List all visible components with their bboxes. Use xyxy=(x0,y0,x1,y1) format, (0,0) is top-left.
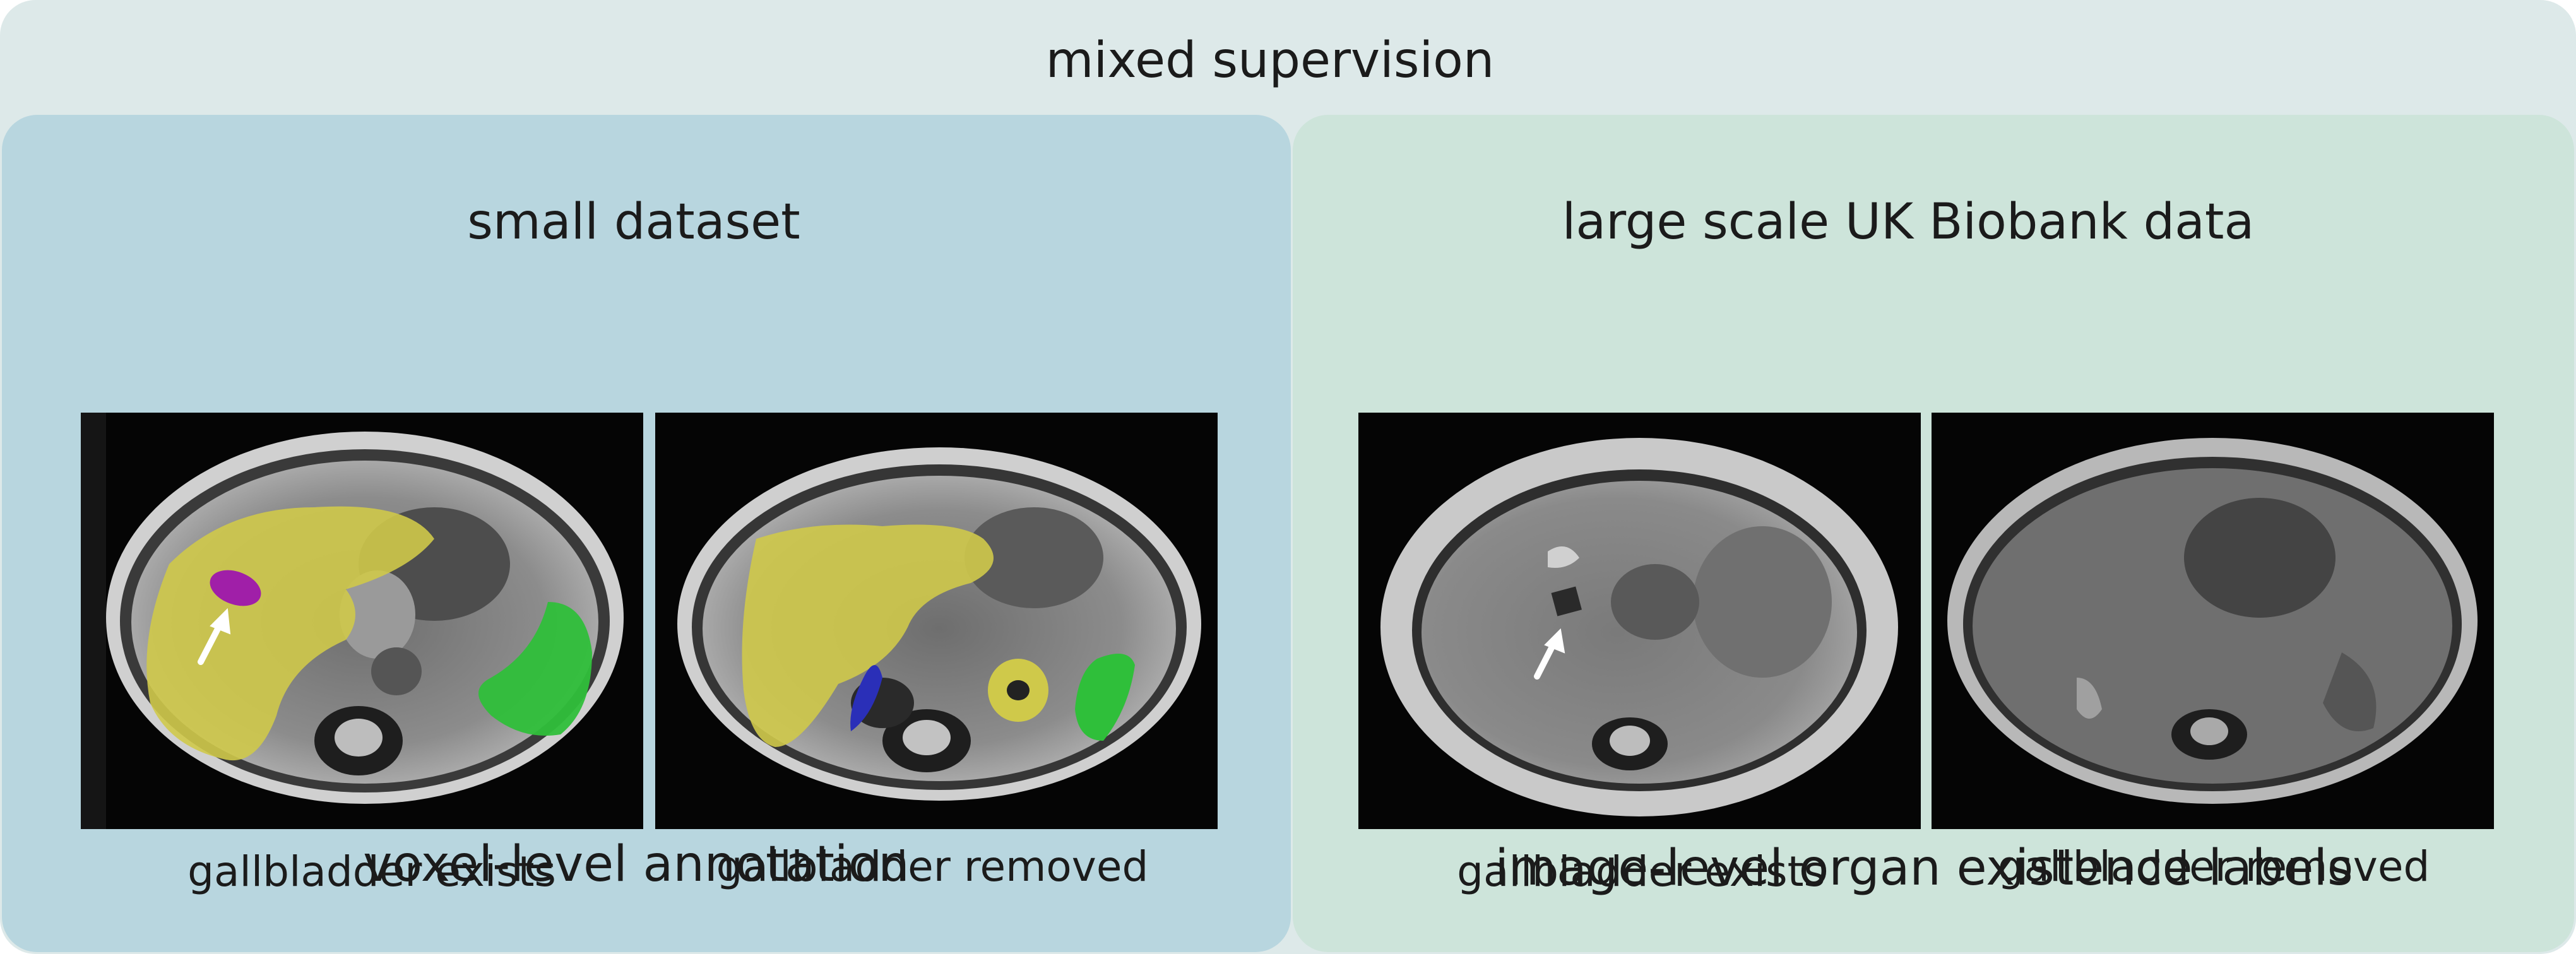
mri-slice-image xyxy=(81,413,643,829)
caption-gallbladder-removed-biobank: gallbladder removed xyxy=(1997,842,2430,891)
figure-title: mixed supervision xyxy=(1045,32,1495,89)
mri-scan-gallbladder-exists xyxy=(1358,413,1921,829)
mri-scan-annotated-gallbladder-removed xyxy=(655,413,1218,829)
mri-scan-gallbladder-removed xyxy=(1932,413,2494,829)
mri-slice-image xyxy=(1932,413,2494,829)
arrow-icon xyxy=(1534,628,1565,680)
mri-slice-image xyxy=(1358,413,1921,829)
panel-title-uk-biobank: large scale UK Biobank data xyxy=(1562,194,2255,250)
caption-gallbladder-exists-biobank: gallbladder exists xyxy=(1457,847,1825,896)
mri-scan-annotated-gallbladder-exists xyxy=(81,413,643,829)
panel-footer-voxel-level: voxel-level annotation xyxy=(363,836,910,893)
arrow-icon xyxy=(198,608,231,665)
caption-gallbladder-exists: gallbladder exists xyxy=(187,847,556,896)
caption-gallbladder-removed: gallbladder removed xyxy=(716,842,1149,891)
uk-biobank-panel: large scale UK Biobank data xyxy=(1293,115,2574,952)
panel-title-small-dataset: small dataset xyxy=(467,194,800,250)
small-dataset-panel: small dataset xyxy=(2,115,1291,952)
panel-footer-image-level: image-level organ existence labels xyxy=(1495,840,2353,897)
mri-slice-image xyxy=(655,413,1218,829)
